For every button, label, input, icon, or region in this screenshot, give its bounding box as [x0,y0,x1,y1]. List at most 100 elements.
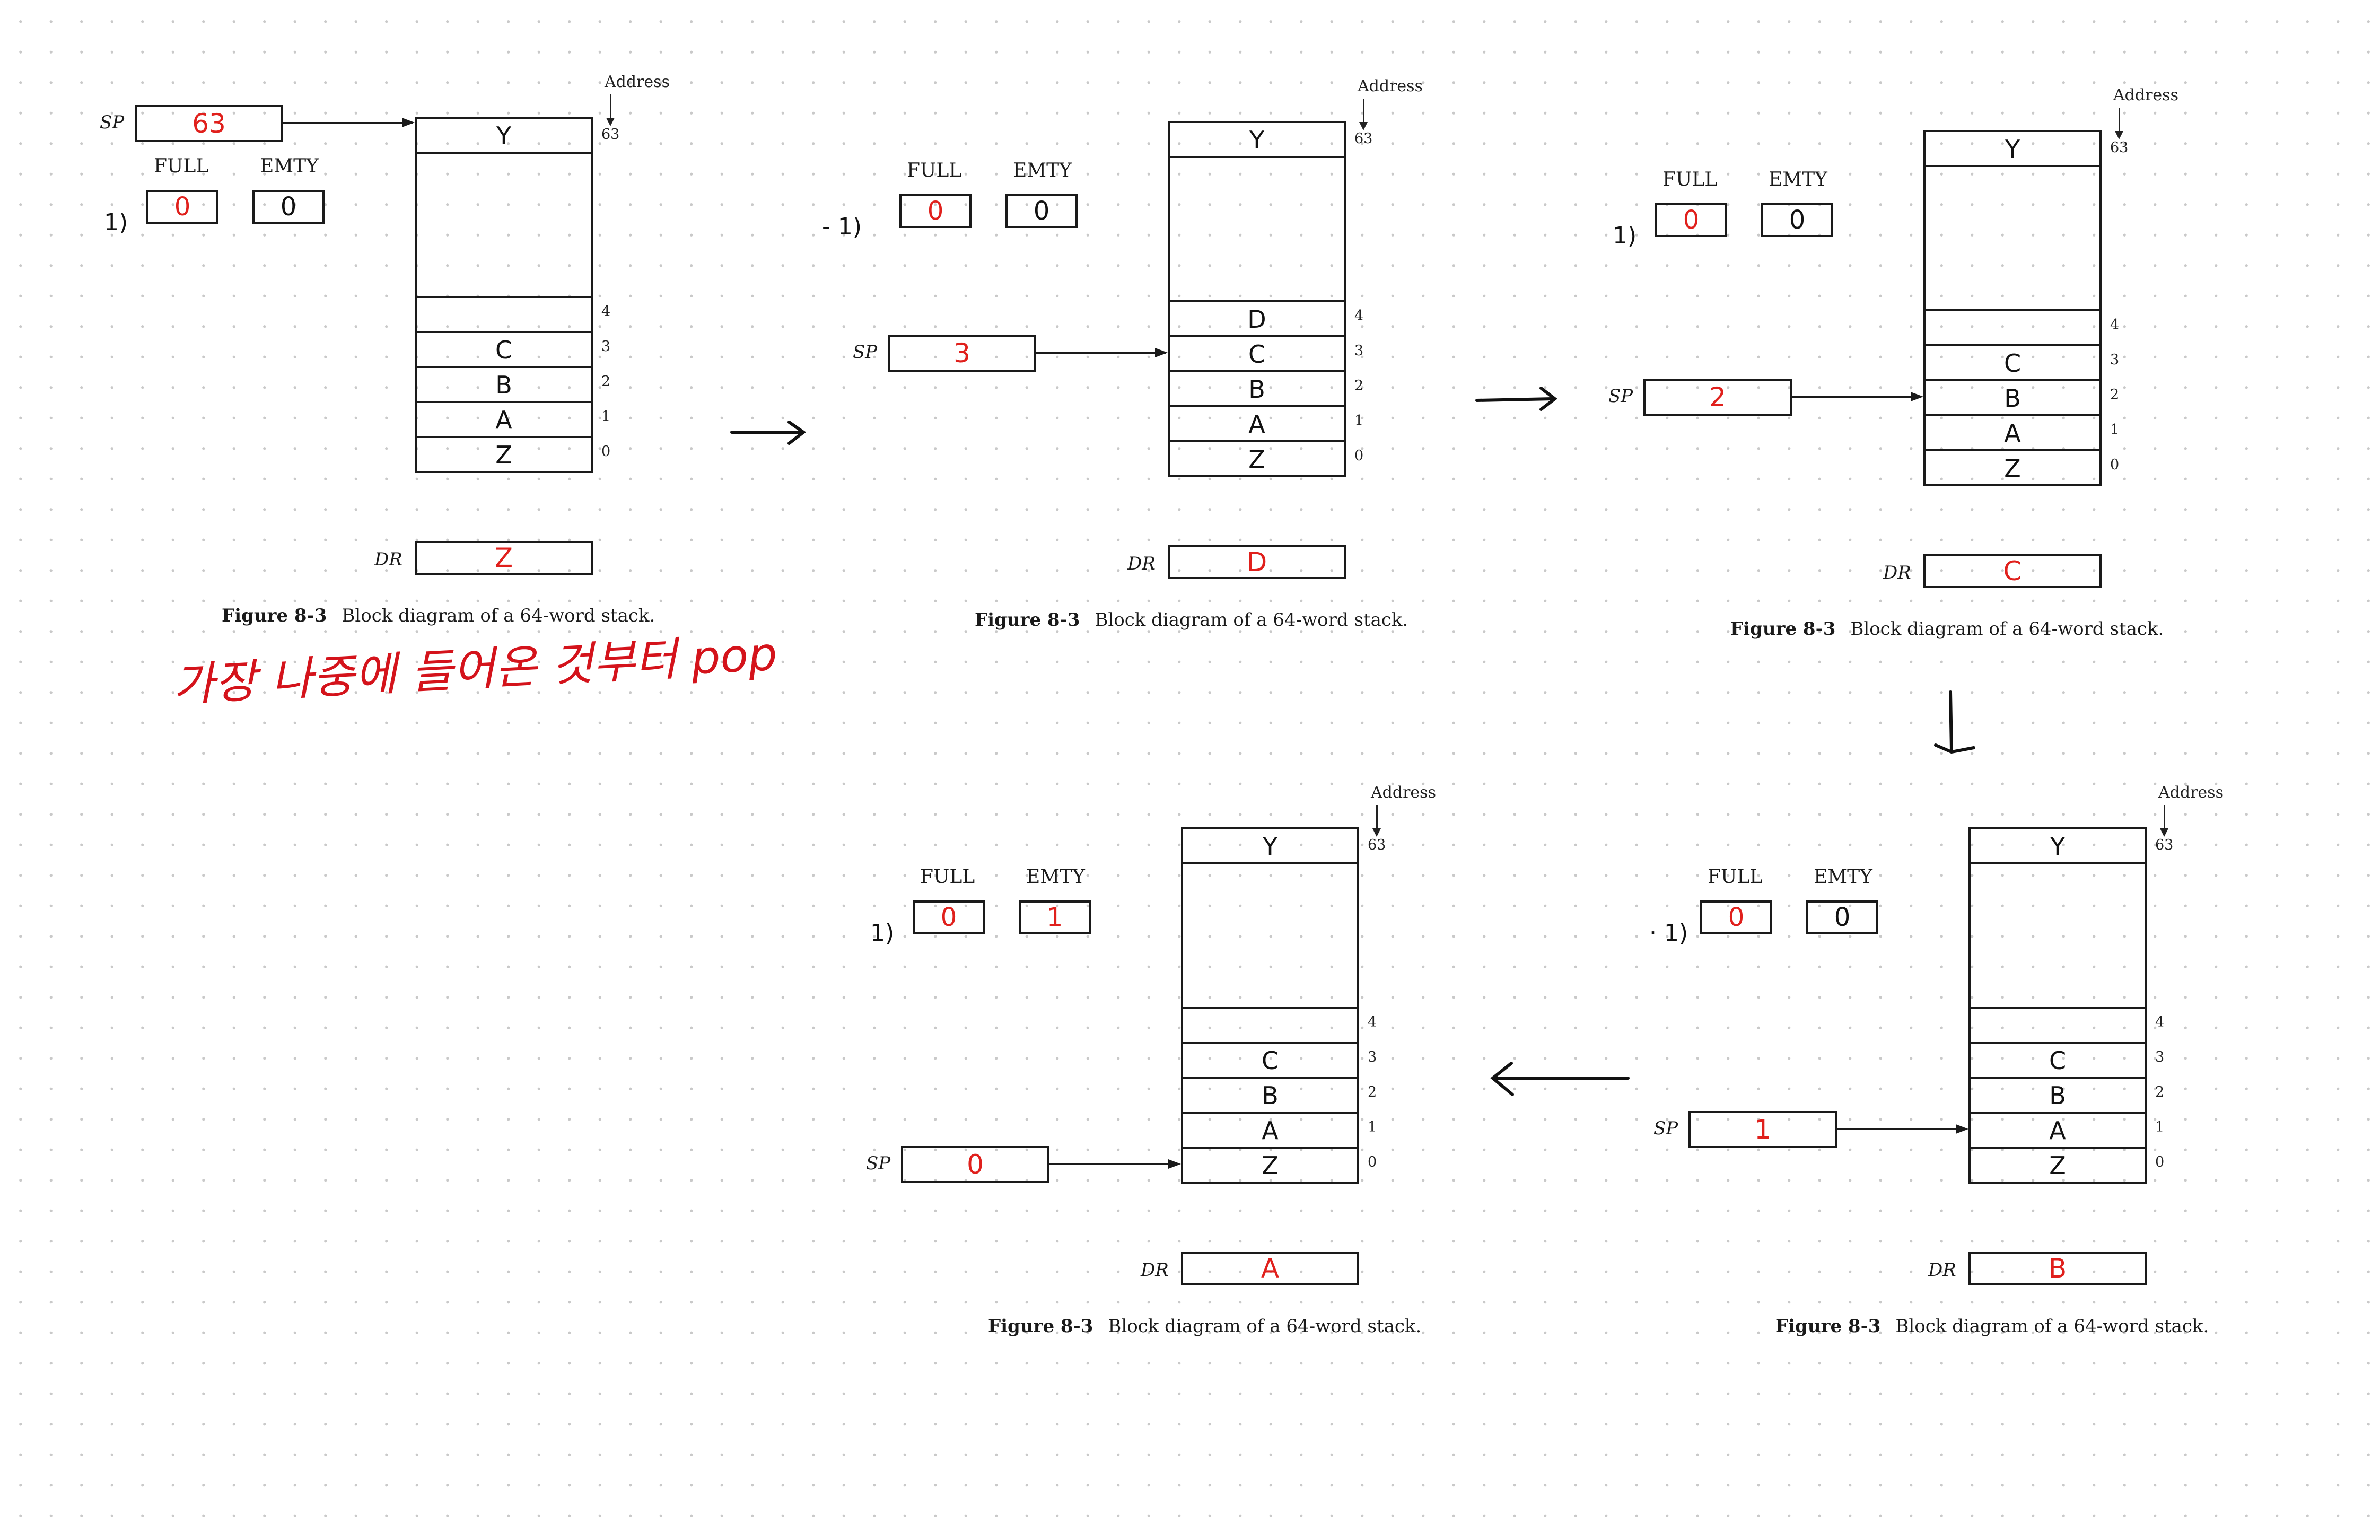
address-1: 1 [2110,422,2120,438]
figure-caption-text: Block diagram of a 64-word stack. [1108,1316,1422,1337]
stack-word-2: B [1926,379,2099,414]
flow-arrow-right-1 [730,421,807,445]
stack-item-text: A [1248,409,1265,439]
stack-word-4 [1183,1007,1357,1042]
figure-caption-text: Block diagram of a 64-word stack. [1850,618,2164,640]
stack-word-2: B [1170,370,1344,405]
stack-item-text: B [2004,383,2021,413]
address-2: 2 [601,373,611,390]
empty-label: EMTY [1013,160,1072,181]
stack-item-text: B [1248,374,1265,404]
stack-word-4 [1926,309,2099,344]
address-title: Address [2113,86,2178,104]
sp-label: SP [1653,1118,1678,1139]
address-0: 0 [601,443,611,460]
address-63: 63 [2155,837,2174,853]
figure-number: Figure 8-3 [975,609,1080,631]
sp-value: 2 [1709,382,1726,413]
stack-word-1: A [1971,1112,2145,1147]
empty-label: EMTY [1026,866,1085,888]
stack-word-0: Z [1170,440,1344,475]
address-arrow-icon [1359,99,1368,130]
stack-word-2: B [417,366,591,401]
stack-item-text: Z [495,440,512,469]
address-arrow-icon [606,94,615,126]
full-label: FULL [907,160,962,181]
stack-item-text: Z [1248,444,1265,474]
address-0: 0 [1354,448,1364,464]
address-3: 3 [2110,352,2120,368]
dr-label: DR [1883,562,1911,583]
address-0: 0 [1368,1154,1377,1170]
dr-label: DR [1127,553,1156,574]
empty-flag-register: 1 [1019,900,1091,934]
sp-register: 3 [888,335,1036,372]
stack-word-3: C [1971,1042,2145,1077]
figure-caption-text: Block diagram of a 64-word stack. [342,605,655,626]
stack-word-1: A [417,401,591,436]
figure-number: Figure 8-3 [222,605,327,626]
step-label: - 1) [822,213,862,240]
address-title: Address [1371,783,1436,802]
stack-word-3: C [417,331,591,366]
full-label: FULL [154,155,209,177]
full-flag-register: 0 [1655,203,1727,237]
stack-word-63: Y [1170,123,1344,158]
address-arrow-icon [2160,805,2168,837]
sp-register: 2 [1643,379,1792,416]
stack-item-text: D [1247,304,1266,334]
full-flag-value: 0 [940,903,957,932]
empty-flag-value: 0 [1033,196,1050,226]
sp-pointer-arrow-icon [283,118,415,127]
sp-value: 3 [953,338,970,369]
dr-value: B [2048,1253,2067,1284]
address-3: 3 [1368,1049,1377,1065]
full-label: FULL [920,866,975,888]
stack-item-text: Z [2049,1151,2066,1180]
empty-label: EMTY [260,155,319,177]
full-flag-register: 0 [913,900,985,934]
address-1: 1 [601,408,611,425]
stack-word-3: C [1170,335,1344,370]
dr-value: A [1261,1253,1280,1284]
step-label: 1) [870,920,895,947]
sp-pointer-arrow-icon [1049,1159,1181,1169]
empty-flag-register: 0 [252,190,325,224]
address-1: 1 [1368,1119,1377,1135]
sp-label: SP [1608,386,1633,407]
stack-word-63: Y [1183,829,1357,864]
sp-value: 0 [967,1149,984,1180]
stack-item-text: C [2003,348,2022,378]
address-3: 3 [601,338,611,355]
address-0: 0 [2110,457,2120,473]
stack-item-text: Z [1262,1151,1279,1180]
address-1: 1 [2155,1119,2165,1135]
address-arrow-icon [2115,108,2123,139]
step-label: · 1) [1649,920,1688,947]
empty-flag-value: 1 [1046,903,1063,932]
sp-label: SP [853,342,878,363]
sp-register: 0 [901,1146,1049,1183]
stack-word-0: Z [417,436,591,471]
address-title: Address [1358,77,1423,95]
address-4: 4 [1368,1014,1377,1030]
stack-item-text: Z [2004,453,2021,483]
stack-item-text: Y [2050,832,2066,861]
full-flag-value: 0 [174,192,191,222]
stack-word-2: B [1971,1077,2145,1112]
sp-register: 1 [1688,1111,1837,1148]
stack-word-3: C [1183,1042,1357,1077]
stack-word-1: A [1926,414,2099,449]
address-title: Address [605,73,670,91]
stack-word-0: Z [1926,449,2099,484]
address-title: Address [2158,783,2224,802]
empty-label: EMTY [1769,169,1827,190]
figure-number: Figure 8-3 [1730,618,1836,640]
sp-label: SP [866,1153,891,1174]
stack-word-4 [417,296,591,331]
